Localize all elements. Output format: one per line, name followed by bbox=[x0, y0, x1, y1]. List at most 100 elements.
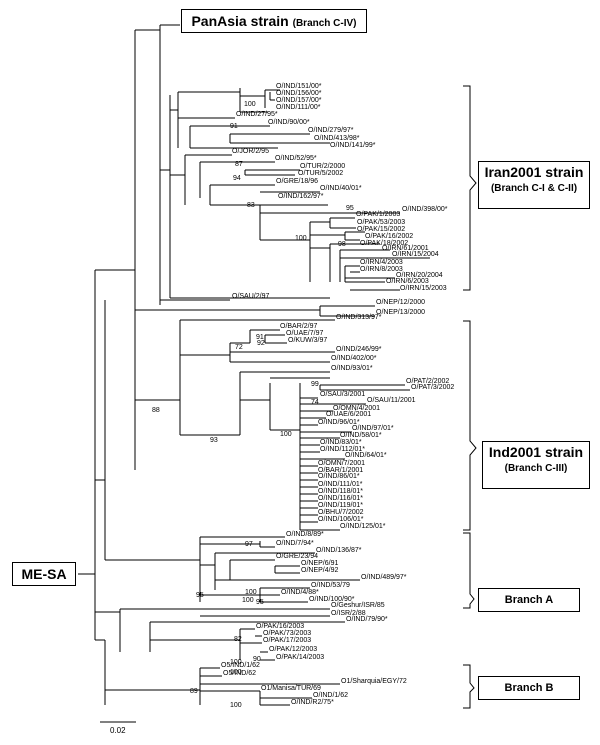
tree-branches bbox=[78, 24, 430, 723]
bootstrap-value: 83 bbox=[247, 202, 255, 209]
branch-a-title: Branch A bbox=[504, 594, 554, 606]
leaf-label: O/IRN/6/2003 bbox=[386, 278, 429, 285]
leaf-label: O/IND/136/87* bbox=[316, 547, 362, 554]
bootstrap-value: 100 bbox=[242, 597, 254, 604]
iran2001-label-box: Iran2001 strain (Branch C-I & C-II) bbox=[478, 161, 590, 209]
leaf-label: O/ISR/2/88 bbox=[331, 610, 366, 617]
leaf-label: O/PAK/1/2003 bbox=[356, 211, 400, 218]
scale-bar-label: 0.02 bbox=[110, 726, 126, 735]
leaf-label: O/IND/313/97* bbox=[336, 314, 382, 321]
leaf-label: O/NEP/13/2000 bbox=[376, 309, 425, 316]
leaf-label: O5/IND/1/62 bbox=[221, 662, 260, 669]
leaf-label: O/IND/157/00* bbox=[276, 97, 322, 104]
leaf-label: O1/Manisa/TUR/69 bbox=[261, 685, 321, 692]
leaf-label: O/IRN/4/2003 bbox=[360, 259, 403, 266]
bracket-branch-a bbox=[463, 532, 475, 609]
leaf-label: O/IND/53/79 bbox=[311, 582, 350, 589]
leaf-label: O/PAK/18/2002 bbox=[360, 240, 408, 247]
leaf-label: O/IND/151/00* bbox=[276, 83, 322, 90]
bootstrap-value: 100 bbox=[280, 431, 292, 438]
leaf-label: O/TUR/5/2002 bbox=[298, 170, 343, 177]
leaf-labels: O/IND/151/00*O/IND/156/00*O/IND/157/00*O… bbox=[221, 83, 454, 706]
leaf-label: O/UAE/6/2001 bbox=[326, 411, 371, 418]
leaf-label: O/PAK/53/2003 bbox=[357, 219, 405, 226]
panasia-branch: (Branch C-IV) bbox=[292, 18, 357, 29]
leaf-label: O/IND/4/88* bbox=[281, 589, 319, 596]
bootstrap-value: 95 bbox=[256, 599, 264, 606]
ind2001-branch: (Branch C-III) bbox=[504, 463, 568, 474]
leaf-label: O/IND/246/99* bbox=[336, 346, 382, 353]
leaf-label: O/IND/96/01* bbox=[318, 419, 360, 426]
leaf-label: O/IND/58/01* bbox=[340, 432, 382, 439]
leaf-label: O/Geshur/ISR/85 bbox=[331, 602, 385, 609]
leaf-label: O/GRE/18/96 bbox=[276, 178, 318, 185]
leaf-label: O/SAU/2/97 bbox=[232, 293, 269, 300]
leaf-label: O/IND/97/01* bbox=[352, 425, 394, 432]
bootstrap-value: 100 bbox=[295, 235, 307, 242]
leaf-label: O/IND/118/01* bbox=[318, 488, 363, 495]
leaf-label: O/IND/119/01* bbox=[318, 502, 363, 509]
bootstrap-value: 99 bbox=[311, 381, 319, 388]
leaf-label: O/UAE/7/97 bbox=[286, 330, 323, 337]
bootstrap-value: 97 bbox=[245, 541, 253, 548]
leaf-label: O/IRN/15/2004 bbox=[392, 251, 439, 258]
leaf-label: O/IND/86/01* bbox=[318, 473, 360, 480]
me-sa-label-box: ME-SA bbox=[12, 562, 76, 586]
leaf-label: O/IND/111/01* bbox=[318, 481, 363, 488]
bootstrap-value: 89 bbox=[190, 688, 198, 695]
leaf-label: O/PAK/16/2002 bbox=[365, 233, 413, 240]
leaf-label: O/SAU/11/2001 bbox=[367, 397, 416, 404]
leaf-label: O/PAK/12/2003 bbox=[269, 646, 317, 653]
leaf-label: O/IND/8/89* bbox=[286, 531, 324, 538]
panasia-title: PanAsia strain bbox=[191, 13, 289, 29]
leaf-label: O/IND/27/95* bbox=[236, 111, 278, 118]
leaf-label: O/NEP/12/2000 bbox=[376, 299, 425, 306]
leaf-label: O/IND/111/00* bbox=[276, 104, 321, 111]
bootstrap-value: 93 bbox=[210, 437, 218, 444]
leaf-label: O/IND/413/98* bbox=[314, 135, 360, 142]
bootstrap-value: 95 bbox=[346, 205, 354, 212]
bootstrap-value: 100 bbox=[230, 669, 242, 676]
bootstrap-value: 82 bbox=[234, 636, 242, 643]
bootstrap-value: 72 bbox=[235, 344, 243, 351]
leaf-label: O/IND/162/97* bbox=[278, 193, 324, 200]
leaf-label: O/IRN/20/2004 bbox=[396, 272, 443, 279]
leaf-label: O/IND/1/62 bbox=[313, 692, 348, 699]
leaf-label: O/IND/402/00* bbox=[331, 355, 377, 362]
leaf-label: O/PAK/15/2002 bbox=[357, 226, 405, 233]
leaf-label: O/TUR/2/2000 bbox=[300, 163, 345, 170]
leaf-label: O1/Sharquia/EGY/72 bbox=[341, 678, 407, 685]
leaf-label: O/PAT/3/2002 bbox=[411, 384, 454, 391]
branch-b-label-box: Branch B bbox=[478, 676, 580, 700]
bootstrap-value: 95 bbox=[196, 592, 204, 599]
bootstrap-value: 100 bbox=[245, 589, 257, 596]
bracket-ind2001 bbox=[463, 320, 477, 531]
leaf-label: O/IND/52/95* bbox=[275, 155, 317, 162]
bootstrap-value: 88 bbox=[152, 407, 160, 414]
iran2001-title: Iran2001 strain bbox=[484, 164, 584, 180]
leaf-label: O/IND/90/00* bbox=[268, 119, 310, 126]
branch-a-label-box: Branch A bbox=[478, 588, 580, 612]
bootstrap-value: 74 bbox=[311, 399, 319, 406]
leaf-label: O/PAK/14/2003 bbox=[276, 654, 324, 661]
leaf-label: O/IND/116/01* bbox=[318, 495, 363, 502]
leaf-label: O/IND/489/97* bbox=[361, 574, 407, 581]
leaf-label: O/IRN/15/2003 bbox=[400, 285, 447, 292]
leaf-label: O/BAR/1/2001 bbox=[318, 467, 363, 474]
leaf-label: O/NEP/6/91 bbox=[301, 560, 338, 567]
bootstrap-value: 100 bbox=[230, 702, 242, 709]
ind2001-label-box: Ind2001 strain (Branch C-III) bbox=[482, 441, 590, 489]
leaf-label: O/KUW/3/97 bbox=[288, 337, 327, 344]
leaf-label: O/IND/7/94* bbox=[276, 540, 314, 547]
bootstrap-value: 87 bbox=[235, 161, 243, 168]
bootstrap-value: 92 bbox=[257, 340, 265, 347]
leaf-label: O/IND/141/99* bbox=[330, 142, 376, 149]
bootstrap-value: 90 bbox=[253, 656, 261, 663]
bootstrap-value: 100 bbox=[230, 659, 242, 666]
leaf-label: O/IND/112/01* bbox=[320, 446, 365, 453]
leaf-label: O/GRE/23/94 bbox=[276, 553, 318, 560]
leaf-label: O/IND/40/01* bbox=[320, 185, 362, 192]
leaf-label: O/SAU/3/2001 bbox=[320, 391, 365, 398]
leaf-label: O/JOR/2/95 bbox=[232, 148, 269, 155]
